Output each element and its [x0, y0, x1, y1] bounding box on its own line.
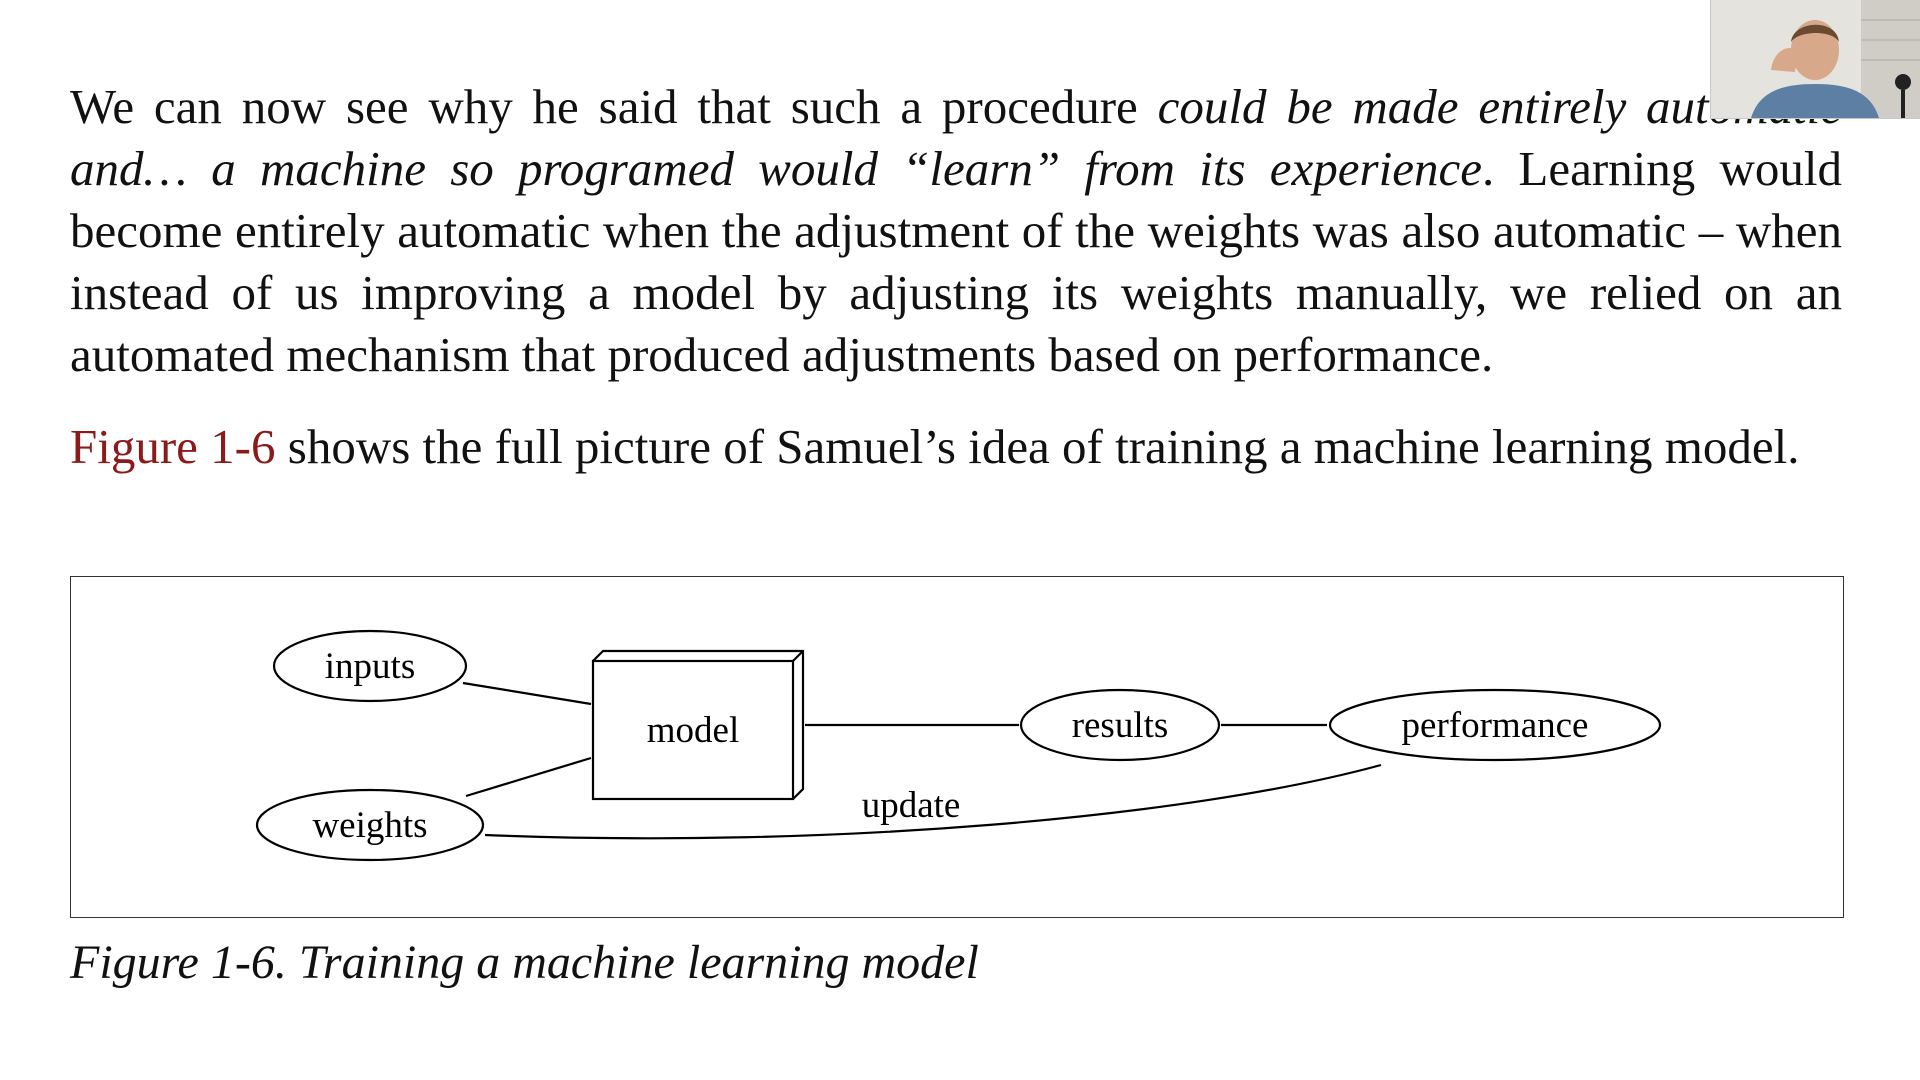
figure-caption: Figure 1-6. Training a machine learning …: [70, 936, 979, 989]
update-edge-label: update: [862, 785, 961, 826]
weights-label: weights: [312, 805, 427, 846]
model-node: model: [591, 649, 805, 801]
edge-inputs-to-model: [462, 681, 592, 706]
weights-node: weights: [255, 788, 485, 862]
figure-diagram: inputs weights model results performance: [70, 576, 1844, 918]
body-paragraph: We can now see why he said that such a p…: [70, 76, 1842, 386]
inputs-label: inputs: [325, 646, 415, 687]
results-node: results: [1019, 688, 1221, 762]
paragraph-rest-text: . Learning would become entirely automat…: [70, 141, 1843, 382]
performance-label: performance: [1402, 705, 1589, 746]
inputs-node: inputs: [272, 629, 468, 703]
figure-intro-text: shows the full picture of Samuel’s idea …: [275, 419, 1800, 474]
performance-node: performance: [1328, 688, 1662, 762]
model-label: model: [647, 710, 739, 751]
presenter-video-feed: [1710, 0, 1920, 119]
paragraph-lead-text: We can now see why he said that such a p…: [70, 79, 1158, 134]
figure-intro-paragraph: Figure 1-6 shows the full picture of Sam…: [70, 416, 1842, 478]
presenter-avatar-icon: [1711, 0, 1920, 118]
results-label: results: [1072, 705, 1169, 746]
training-loop-diagram: inputs weights model results performance: [255, 629, 1662, 862]
edge-performance-to-weights: [484, 763, 1382, 840]
figure-reference-link[interactable]: Figure 1-6: [70, 419, 276, 474]
edge-weights-to-model: [465, 756, 592, 798]
